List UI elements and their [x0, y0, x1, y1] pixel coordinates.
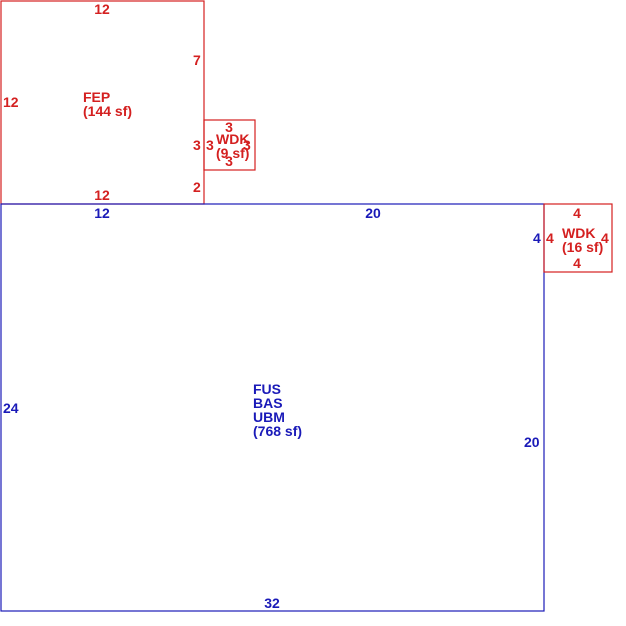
wdk-small-code: WDK	[216, 131, 249, 147]
wdk-small-dim-bottom: 3	[225, 153, 233, 169]
wdk-right-dim-left: 4	[546, 230, 554, 246]
wdk-right-area: (16 sf)	[562, 239, 603, 255]
wdk-small-area: (9 sf)	[216, 145, 249, 161]
fep-dim-right-lower: 2	[193, 179, 201, 195]
main-area: (768 sf)	[253, 423, 302, 439]
fep-code: FEP	[83, 89, 110, 105]
main-dim-right: 20	[524, 434, 540, 450]
main-dim-left: 24	[3, 400, 19, 416]
wdk-right-dim-bottom: 4	[573, 255, 581, 271]
main-label-ubm: UBM	[253, 409, 285, 425]
main-building-outline	[0, 203, 545, 612]
wdk-small-outline	[203, 119, 256, 171]
fep-dim-right-mid: 3	[193, 137, 201, 153]
wdk-small-dim-top: 3	[225, 119, 233, 135]
fep-dim-top: 12	[94, 1, 110, 17]
fep-dim-right-upper: 7	[193, 52, 201, 68]
wdk-small-dim-right: 3	[243, 137, 251, 153]
main-dim-top-left: 12	[94, 205, 110, 221]
wdk-small-dim-left: 3	[206, 137, 214, 153]
wdk-right-outer-dim: 4	[533, 230, 541, 246]
fep-dim-bottom: 12	[94, 187, 110, 203]
wdk-right-outline	[543, 203, 613, 273]
fep-area: (144 sf)	[83, 103, 132, 119]
main-dim-top-right: 20	[365, 205, 381, 221]
main-label-bas: BAS	[253, 395, 283, 411]
main-label-fus: FUS	[253, 381, 281, 397]
fep-dim-left: 12	[3, 94, 19, 110]
main-dim-bottom: 32	[264, 595, 280, 611]
wdk-right-dim-right: 4	[601, 230, 609, 246]
wdk-right-code: WDK	[562, 225, 595, 241]
wdk-right-dim-top: 4	[573, 205, 581, 221]
